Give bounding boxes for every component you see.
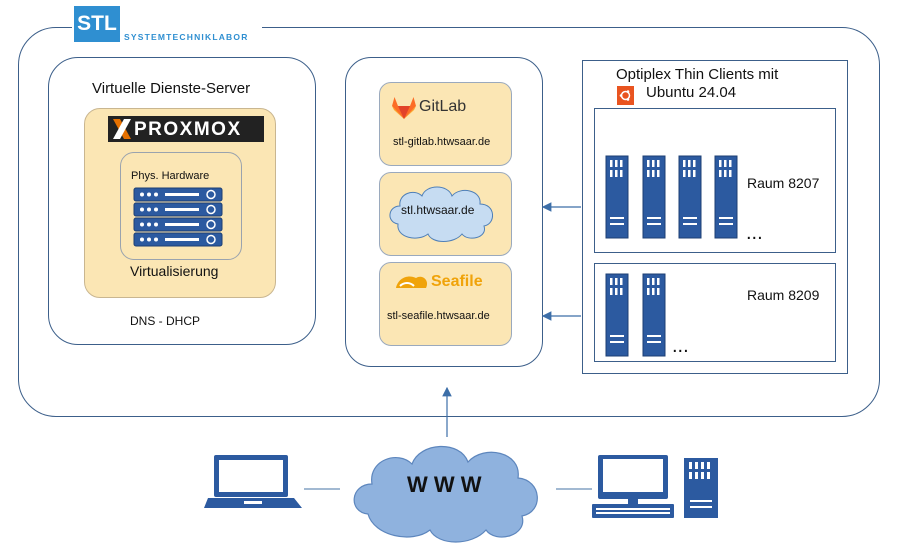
stl-logo-badge — [74, 6, 120, 42]
proxmox-logo-text: PROXMOX — [134, 119, 242, 140]
thin-clients-title-line1: Optiplex Thin Clients mit — [616, 66, 779, 83]
room-8207-label: Raum 8207 — [747, 175, 820, 191]
rack-server-icon — [133, 187, 223, 247]
room-8207-more: ... — [746, 222, 763, 244]
room-8209-label: Raum 8209 — [747, 287, 820, 303]
dns-dhcp-label: DNS - DHCP — [130, 314, 201, 328]
www-cloud-icon — [353, 445, 538, 543]
stl-logo-name: SYSTEMTECHNIKLABOR — [124, 32, 249, 42]
seafile-service[interactable] — [379, 262, 512, 346]
stl-cloud-icon — [389, 186, 493, 242]
seafile-icon — [396, 276, 428, 288]
gitlab-service[interactable] — [379, 82, 512, 166]
virtual-server-title: Virtuelle Dienste-Server — [92, 80, 251, 97]
room-8209-more: ... — [672, 335, 689, 357]
room-8209-box — [594, 263, 836, 362]
laptop-icon — [204, 455, 302, 508]
stl-logo-abbr: STL — [77, 12, 117, 35]
seafile-name: Seafile — [431, 273, 483, 290]
stl-logo: STL SYSTEMTECHNIKLABOR — [72, 2, 262, 42]
proxmox-logo: PROXMOX — [108, 116, 264, 142]
gitlab-icon — [392, 97, 416, 119]
desktop-computer-icon — [592, 455, 718, 518]
phys-hardware-label: Phys. Hardware — [131, 170, 210, 182]
gitlab-host: stl-gitlab.htwsaar.de — [393, 136, 491, 148]
seafile-host: stl-seafile.htwsaar.de — [387, 310, 490, 322]
ubuntu-icon — [617, 86, 634, 105]
gitlab-name: GitLab — [419, 98, 467, 115]
thin-clients-title-line2: Ubuntu 24.04 — [646, 84, 737, 101]
proxmox-x-icon — [113, 119, 131, 139]
virtualization-label: Virtualisierung — [130, 263, 219, 279]
stl-host: stl.htwsaar.de — [401, 203, 475, 217]
www-label: W W W — [407, 472, 482, 497]
room-8207-clients-icon — [605, 155, 738, 239]
